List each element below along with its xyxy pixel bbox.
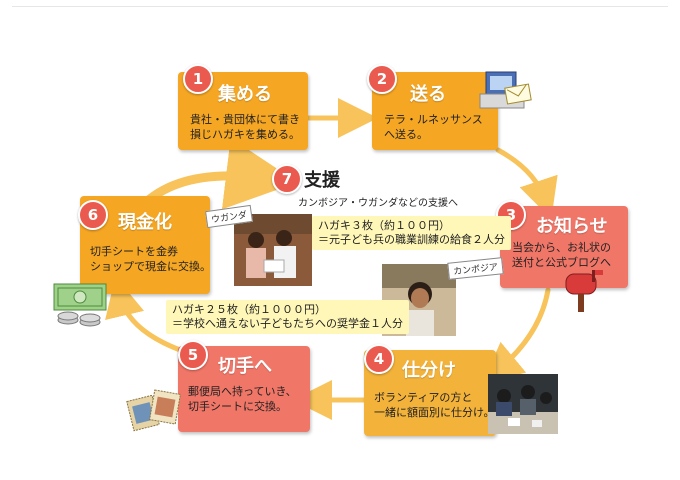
step-1-desc-line2: 損じハガキを集める。	[190, 128, 300, 141]
step-4-badge: 4	[364, 344, 394, 374]
step-7-badge: 7	[272, 164, 302, 194]
step-6-badge: 6	[78, 200, 108, 230]
step-3-title: お知らせ	[536, 216, 608, 237]
support-note-2-line2: ＝学校へ通えない子どもたちへの奨学金１人分	[172, 317, 403, 330]
support-title: 支援	[304, 170, 340, 191]
step-6-desc-line1: 切手シートを金券	[90, 245, 178, 258]
step-2-desc-line2: へ送る。	[384, 128, 428, 141]
step-1-badge: 1	[183, 64, 213, 94]
step-2-badge: 2	[367, 64, 397, 94]
step-5-title: 切手へ	[218, 356, 272, 377]
support-note-1: ハガキ３枚（約１００円） ＝元子ども兵の職業訓練の給食２人分	[312, 216, 511, 250]
support-subtitle: カンボジア・ウガンダなどの支援へ	[298, 198, 458, 209]
step-3-desc-line2: 送付と公式ブログへ	[512, 256, 611, 269]
top-divider	[12, 6, 668, 7]
support-note-2-line1: ハガキ２５枚（約１０００円）	[172, 303, 326, 316]
step-2-title: 送る	[410, 84, 446, 105]
step-5-badge: 5	[178, 340, 208, 370]
step-4-title: 仕分け	[402, 360, 456, 381]
step-3-desc-line1: 当会から、お礼状の	[512, 241, 611, 254]
step-4-desc-line2: 一緒に額面別に仕分け。	[374, 406, 495, 419]
step-2-desc-line1: テラ・ルネッサンス	[384, 113, 483, 126]
cash-icon	[53, 283, 107, 327]
support-note-1-line1: ハガキ３枚（約１００円）	[318, 219, 450, 232]
uganda-photo	[234, 214, 312, 286]
step-5-desc-line1: 郵便局へ持っていき、	[188, 385, 297, 398]
computer-mail-icon	[479, 71, 532, 109]
step-1-title: 集める	[218, 84, 272, 105]
step-5-desc-line2: 切手シートに交換。	[188, 400, 287, 413]
step-6-desc-line2: ショップで現金に交換。	[90, 260, 211, 273]
step-6-title: 現金化	[118, 212, 172, 233]
sorting-photo	[488, 374, 558, 434]
step-1-desc-line1: 貴社・貴団体にて書き	[190, 113, 300, 126]
stamps-icon	[126, 389, 181, 432]
support-note-2: ハガキ２５枚（約１０００円） ＝学校へ通えない子どもたちへの奨学金１人分	[166, 300, 409, 334]
arrow-5-to-6	[105, 276, 183, 353]
mailbox-icon	[565, 270, 603, 312]
step-4-desc-line1: ボランティアの方と	[374, 391, 473, 404]
arrow-2-to-3	[495, 147, 558, 219]
support-note-1-line2: ＝元子ども兵の職業訓練の給食２人分	[318, 233, 505, 246]
arrow-3-to-4	[482, 287, 551, 383]
